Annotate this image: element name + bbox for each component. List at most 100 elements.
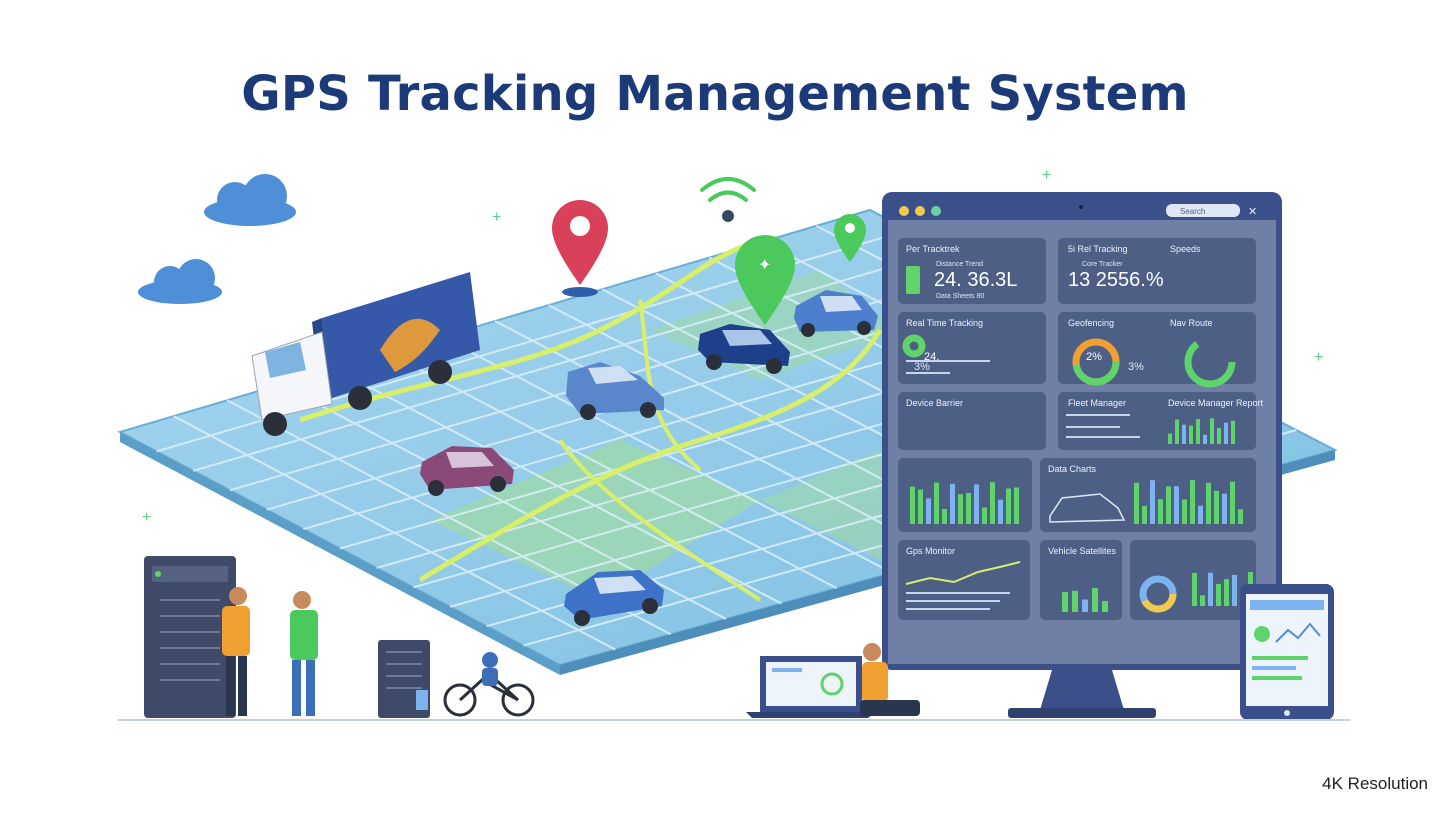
chart-bar [1168,433,1172,444]
panel-title: Geofencing [1068,318,1114,328]
chart-bar [1224,422,1228,444]
data-row-line [1066,436,1140,438]
car-icon [420,446,514,496]
chart-bar [1224,579,1229,606]
chart-bar [1232,574,1237,606]
dashboard-panel [898,392,1046,450]
data-row-line [906,600,1000,602]
panel-title: Speeds [1170,244,1201,254]
server-rack [378,640,430,718]
server-rack [144,556,236,718]
chart-bar [1216,583,1221,606]
dashboard-panel [1040,540,1122,620]
chart-bar [1192,572,1197,606]
gauge-ring [902,334,926,358]
chart-bar [966,493,971,524]
chart-bar [1206,482,1211,524]
svg-text:+: + [142,509,151,526]
chart-bar [942,508,947,524]
chart-bar [982,507,987,524]
gauge-ring [1139,575,1177,613]
data-row-line [906,592,1010,594]
chart-bar [974,484,979,524]
gauge-ring [1184,336,1236,388]
chart-bar [1210,418,1214,444]
chart-bar [1134,482,1139,524]
car-icon [698,324,790,374]
chart-bar [918,489,923,524]
chart-line [905,561,1021,585]
chart-bar [1217,428,1221,444]
chart-bar [1082,599,1088,612]
data-row-line [1066,414,1130,416]
data-row-line [906,372,950,374]
data-row-line [906,608,990,610]
chart-bar [1238,509,1243,524]
chart-bar [998,499,1003,524]
chart-bar [1014,487,1019,524]
wifi-icon [700,177,756,222]
chart-bar [1200,595,1205,606]
chart-bar [1142,505,1147,524]
car-outline-icon [1049,493,1126,523]
chart-bar [1166,486,1171,524]
resolution-label: 4K Resolution [1322,774,1428,793]
chart-bar [958,494,963,524]
chart-bar [1006,488,1011,524]
panel-title: Device Manager Report [1168,398,1264,408]
chart-bar [1222,493,1227,524]
chart-bar [1175,419,1179,444]
svg-text:+: + [1042,167,1051,184]
chart-bar [1230,481,1235,524]
car-icon [564,570,664,626]
panel-title: Device Barrier [906,398,963,408]
panel-title: Nav Route [1170,318,1213,328]
panel-subtitle: 3% [1128,361,1144,373]
car-icon [794,290,878,337]
dashboard-panel [1058,238,1256,304]
chart-bar [1214,490,1219,524]
chart-bar [1203,434,1207,444]
panel-value: 24. 36.3L [934,269,1017,291]
dashboard-panel [898,238,1046,304]
panel-title: Fleet Manager [1068,398,1126,408]
chart-bar [1182,499,1187,524]
chart-bar [1092,588,1098,612]
chart-bar [1196,419,1200,444]
chart-bar [1072,590,1078,612]
dashboard-panel [898,312,1046,384]
engineer-person [290,591,318,716]
panel-subtitle: Distance Trend [936,261,983,268]
laptop-user [746,643,920,718]
cloud-icon [204,174,296,226]
street-line [193,249,948,472]
chart-bar [1182,424,1186,444]
location-pin-green-icon [834,214,866,262]
panel-title: Vehicle Satellites [1048,546,1117,556]
data-row-line [1066,426,1120,428]
chart-bar [1158,499,1163,524]
panel-title: Per Tracktrek [906,244,960,254]
chart-bar [1150,480,1155,524]
chart-bar [990,482,995,524]
panel-subtitle: Core Tracker [1082,261,1123,268]
data-row-line [906,360,990,362]
delivery-truck [251,272,480,436]
technician-person [222,587,250,716]
search-label: Search [1180,207,1205,216]
panel-subtitle: 3% [914,361,930,373]
chart-bar [910,486,915,524]
panel-subtitle: Data Sheets 80 [936,293,984,300]
sparkle-icon-group: + + + + [142,167,1323,526]
svg-text:+: + [492,209,501,226]
chart-bar [926,498,931,524]
page-title: GPS Tracking Management System [241,66,1189,122]
panel-title: Gps Monitor [906,546,955,556]
chart-bar [1198,505,1203,524]
chart-bar [950,483,955,524]
cyclist-person [443,652,535,717]
panel-title: 5i Rel Tracking [1068,244,1128,254]
